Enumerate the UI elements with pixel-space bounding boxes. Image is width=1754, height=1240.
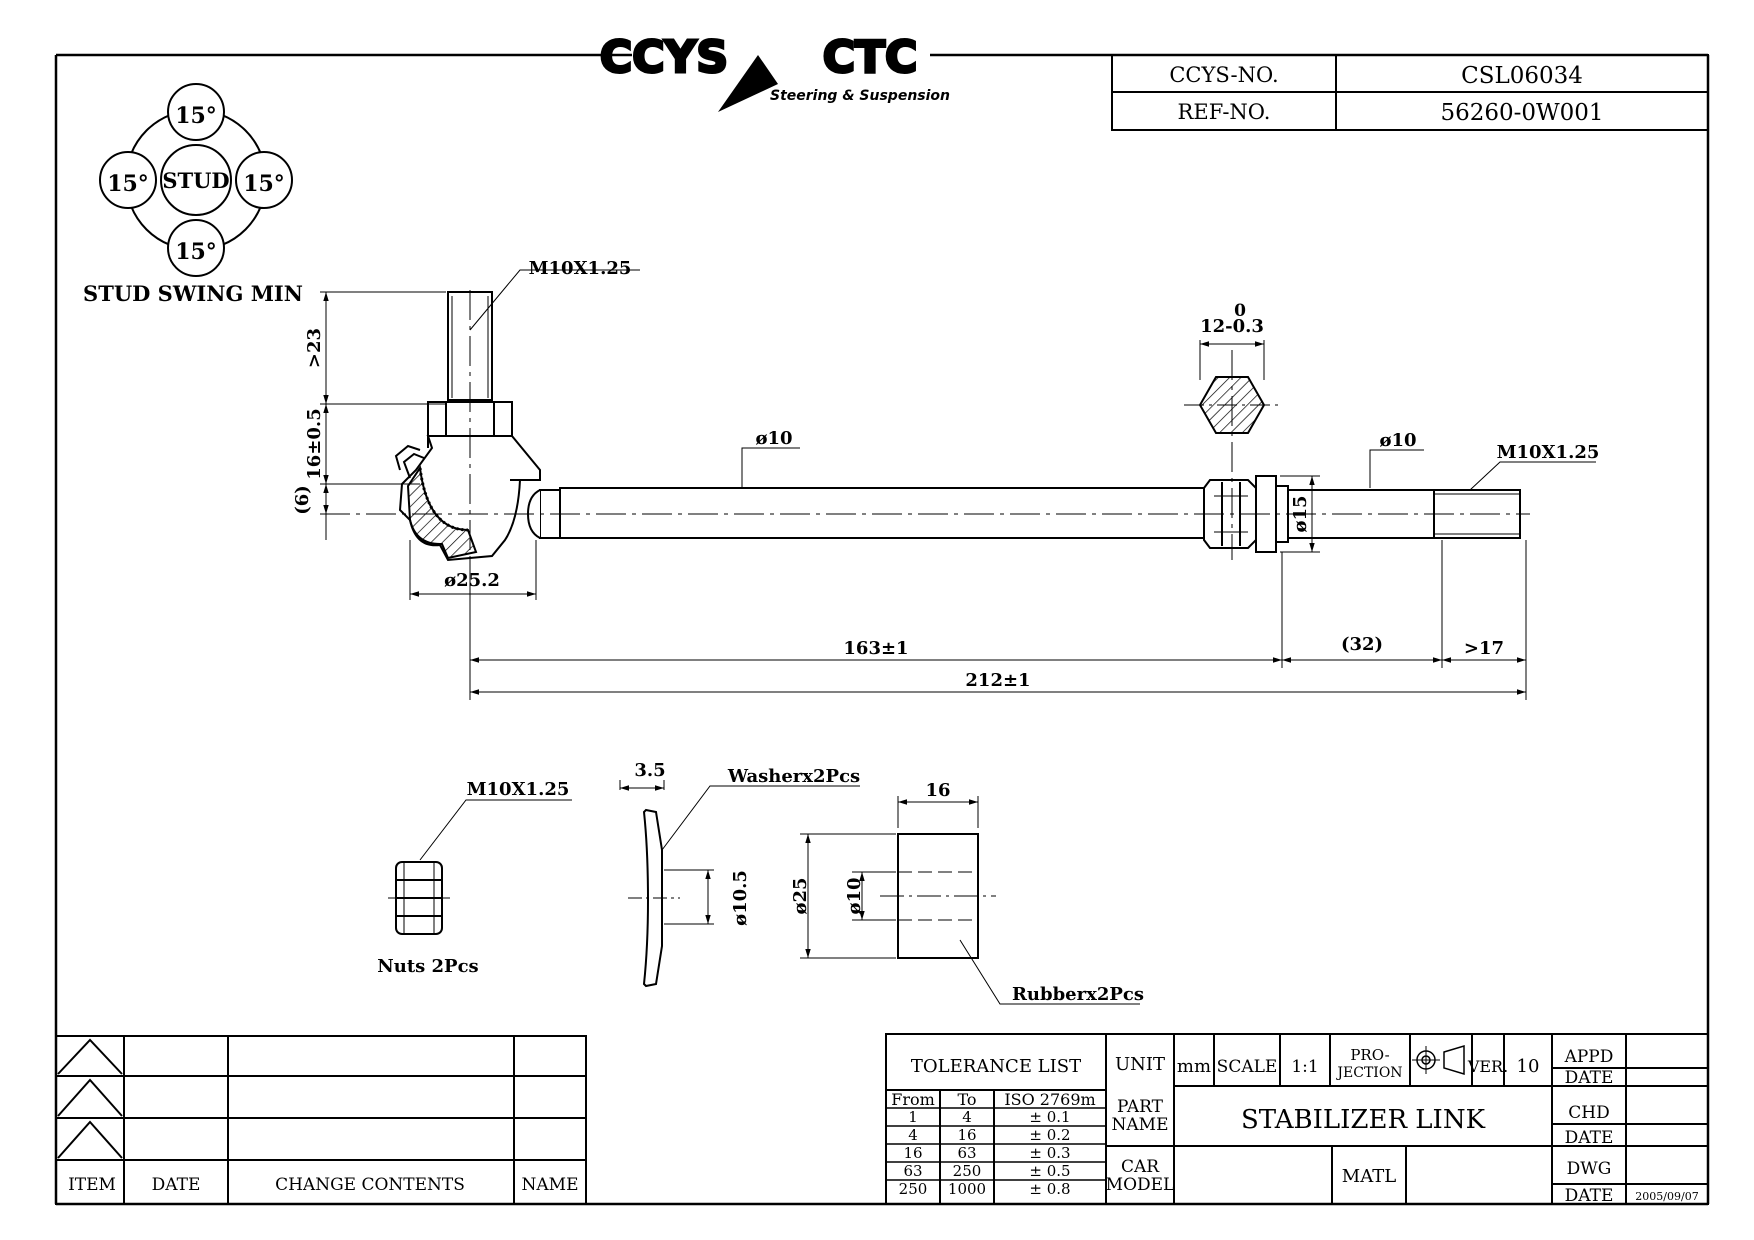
stud-swing-diagram bbox=[99, 83, 293, 277]
part-name-value: STABILIZER LINK bbox=[1241, 1105, 1486, 1135]
hex-section-view bbox=[1184, 340, 1280, 434]
stud-swing-right: 15° bbox=[243, 171, 285, 197]
stud-swing-bottom: 15° bbox=[175, 239, 217, 265]
unit-label: UNIT bbox=[1115, 1054, 1165, 1075]
title-block bbox=[885, 1033, 1709, 1205]
scale-label: SCALE bbox=[1217, 1057, 1278, 1077]
ccys-no-label: CCYS-NO. bbox=[1169, 63, 1278, 87]
projection-line2: JECTION bbox=[1335, 1065, 1402, 1081]
tol-cell: 250 bbox=[953, 1162, 982, 1180]
scale-value: 1:1 bbox=[1291, 1057, 1318, 1077]
logo-tagline: Steering & Suspension bbox=[770, 88, 950, 104]
rev-header-date: DATE bbox=[152, 1175, 201, 1195]
stabilizer-link-view bbox=[320, 290, 1530, 562]
main-dimensions bbox=[320, 269, 1596, 700]
tol-cell: ± 0.2 bbox=[1029, 1126, 1070, 1144]
stud-swing-top: 15° bbox=[175, 103, 217, 129]
tol-header-to: To bbox=[957, 1090, 976, 1109]
dim-32: (32) bbox=[1341, 634, 1383, 655]
tol-cell: ± 0.8 bbox=[1029, 1180, 1070, 1198]
rev-header-item: ITEM bbox=[68, 1175, 116, 1195]
tol-cell: 16 bbox=[903, 1144, 922, 1162]
tol-cell: 16 bbox=[957, 1126, 976, 1144]
tol-cell: 4 bbox=[908, 1126, 918, 1144]
dwg-label: DWG bbox=[1567, 1159, 1612, 1179]
hex-dim-main: 12-0.3 bbox=[1200, 316, 1264, 337]
tolerance-title: TOLERANCE LIST bbox=[911, 1056, 1081, 1077]
tol-cell: 4 bbox=[962, 1108, 972, 1126]
rubber-part bbox=[800, 796, 1140, 1005]
tol-header-from: From bbox=[891, 1090, 935, 1109]
tol-cell: ± 0.3 bbox=[1029, 1144, 1070, 1162]
dim-stud-length: >23 bbox=[304, 328, 325, 368]
company-logo: CCYS CTC Steering & Suspension bbox=[598, 31, 950, 112]
dim-ball-dia: ø25.2 bbox=[444, 570, 500, 591]
chd-date-label: DATE bbox=[1565, 1128, 1614, 1148]
tol-cell: 1 bbox=[908, 1108, 918, 1126]
tol-cell: ± 0.1 bbox=[1029, 1108, 1070, 1126]
dim-163: 163±1 bbox=[843, 638, 908, 659]
stud-swing-left: 15° bbox=[107, 171, 149, 197]
washer-part bbox=[619, 780, 860, 988]
dim-16: 16±0.5 bbox=[304, 408, 325, 479]
dim-15: ø15 bbox=[1290, 495, 1311, 532]
tol-cell: ± 0.5 bbox=[1029, 1162, 1070, 1180]
rubber-inner: ø10 bbox=[844, 877, 865, 914]
rev-header-name: NAME bbox=[522, 1175, 579, 1195]
dim-6: (6) bbox=[292, 485, 313, 515]
projection-line1: PRO- bbox=[1350, 1046, 1389, 1064]
logo-text-left: CCYS bbox=[600, 32, 728, 83]
nut-label: Nuts 2Pcs bbox=[377, 956, 478, 977]
dim-rod-dia-left: ø10 bbox=[755, 428, 792, 449]
stud-swing-center: STUD bbox=[162, 168, 229, 193]
rod bbox=[559, 487, 1211, 539]
rev-header-change-contents: CHANGE CONTENTS bbox=[275, 1175, 465, 1195]
washer-dia: ø10.5 bbox=[730, 870, 751, 926]
appd-label: APPD bbox=[1564, 1047, 1614, 1067]
ccys-no-value: CSL06034 bbox=[1461, 63, 1583, 89]
car-model-line1: CAR bbox=[1121, 1157, 1160, 1177]
dwg-date-label: DATE bbox=[1565, 1186, 1614, 1206]
ver-label: VER. bbox=[1467, 1057, 1508, 1076]
header-table: CCYS-NO. CSL06034 REF-NO. 56260-0W001 bbox=[1111, 54, 1709, 131]
housing-section bbox=[406, 465, 478, 560]
ver-value: 10 bbox=[1517, 1056, 1540, 1077]
tol-cell: 63 bbox=[957, 1144, 976, 1162]
revision-table bbox=[55, 1035, 587, 1205]
matl-label: MATL bbox=[1342, 1166, 1396, 1187]
thread-top-label: M10X1.25 bbox=[529, 258, 632, 279]
tol-header-iso: ISO 2769m bbox=[1004, 1090, 1095, 1109]
tol-cell: 250 bbox=[899, 1180, 928, 1198]
washer-label: Washerx2Pcs bbox=[727, 766, 860, 787]
dim-212: 212±1 bbox=[965, 670, 1030, 691]
dwg-date-value: 2005/09/07 bbox=[1635, 1190, 1698, 1203]
stud-swing-caption: STUD SWING MIN bbox=[83, 281, 303, 306]
thread-right-label: M10X1.25 bbox=[1497, 442, 1600, 463]
appd-date-label: DATE bbox=[1565, 1068, 1614, 1088]
dim-rod-dia-right: ø10 bbox=[1379, 430, 1416, 451]
car-model-line2: MODEL bbox=[1106, 1175, 1175, 1195]
chd-label: CHD bbox=[1568, 1103, 1609, 1123]
nut-part bbox=[388, 799, 572, 935]
rubber-width: 16 bbox=[925, 780, 950, 801]
ref-no-label: REF-NO. bbox=[1178, 100, 1271, 124]
rubber-outer: ø25 bbox=[790, 877, 811, 914]
washer-thickness: 3.5 bbox=[634, 760, 665, 781]
part-name-line1: PART bbox=[1117, 1097, 1164, 1117]
ref-no-value: 56260-0W001 bbox=[1440, 100, 1603, 126]
drawing-border bbox=[54, 53, 1710, 1206]
dim-17: >17 bbox=[1464, 638, 1504, 659]
logo-text-right: CTC bbox=[823, 32, 918, 83]
unit-value: mm bbox=[1177, 1056, 1211, 1077]
nut-thread-label: M10X1.25 bbox=[467, 779, 570, 800]
logo-triangle-icon bbox=[718, 55, 778, 112]
tol-cell: 63 bbox=[903, 1162, 922, 1180]
tol-cell: 1000 bbox=[948, 1180, 986, 1198]
rubber-label: Rubberx2Pcs bbox=[1012, 984, 1144, 1005]
hex-dim-top: 0 bbox=[1234, 301, 1246, 321]
part-name-line2: NAME bbox=[1112, 1115, 1169, 1135]
